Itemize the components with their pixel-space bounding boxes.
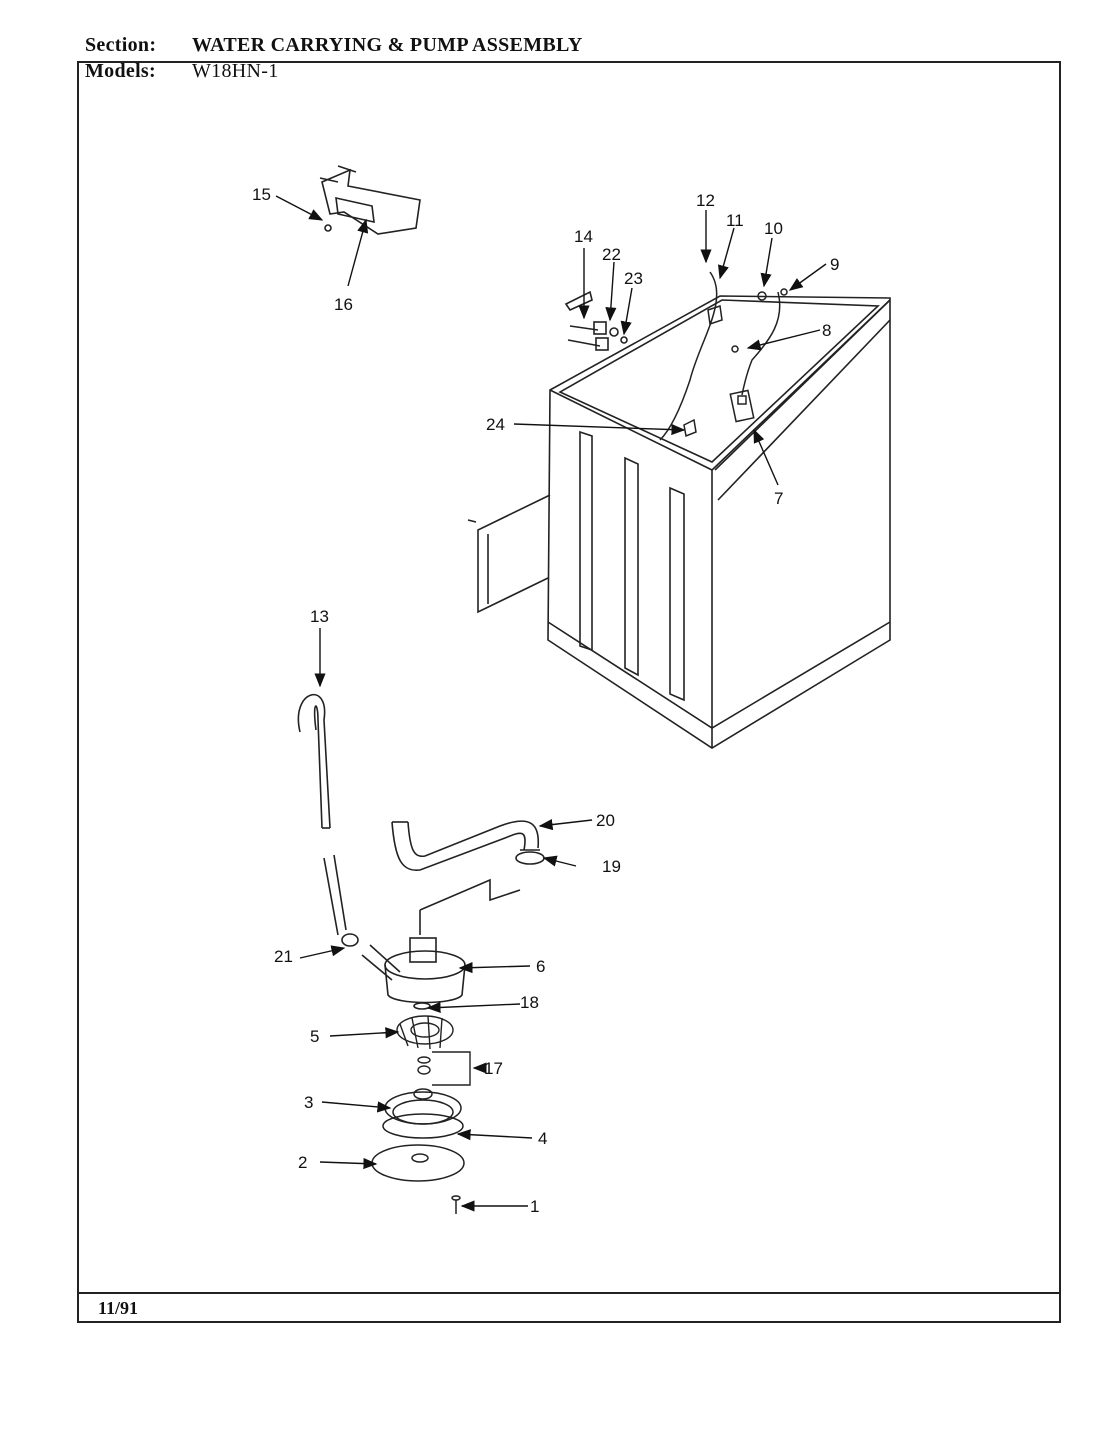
callout-1: 1: [530, 1197, 539, 1216]
callout-24: 24: [486, 415, 505, 434]
callout-21: 21: [274, 947, 293, 966]
revision-date: 11/91: [98, 1298, 139, 1318]
callout-14: 14: [574, 227, 593, 246]
callout-16: 16: [334, 295, 353, 314]
pump-hose: [391, 820, 545, 935]
mounting-screws: [567, 321, 628, 351]
callout-19: 19: [602, 857, 621, 876]
model-number: W18HN-1: [192, 60, 279, 82]
pump-assembly: [341, 933, 466, 1010]
callout-labels: 1 2 3 4 5 6 7 8 9 10 11 12 13 14 15 16 1…: [252, 185, 839, 1216]
bracket-part: [319, 165, 421, 235]
drain-hose: [297, 693, 347, 936]
callout-6: 6: [536, 957, 545, 976]
callout-2: 2: [298, 1153, 307, 1172]
impeller-part: [396, 1015, 454, 1050]
section-label: Section:: [85, 34, 157, 56]
callout-12: 12: [696, 191, 715, 210]
callout-17: 17: [484, 1059, 503, 1078]
callout-leaders: [275, 195, 827, 1212]
callout-7: 7: [774, 489, 783, 508]
models-label: Models:: [85, 60, 156, 82]
section-title: WATER CARRYING & PUMP ASSEMBLY: [192, 34, 583, 56]
callout-8: 8: [822, 321, 831, 340]
seal-kit: [417, 1051, 471, 1086]
callout-15: 15: [252, 185, 271, 204]
callout-20: 20: [596, 811, 615, 830]
callout-11: 11: [726, 211, 744, 230]
cabinet-assembly: [467, 290, 891, 749]
callout-3: 3: [304, 1093, 313, 1112]
callout-5: 5: [310, 1027, 319, 1046]
callout-22: 22: [602, 245, 621, 264]
callout-23: 23: [624, 269, 643, 288]
footer-divider: [77, 1292, 1061, 1294]
callout-18: 18: [520, 993, 539, 1012]
callout-9: 9: [830, 255, 839, 274]
diagram-frame: [77, 61, 1061, 1323]
callout-4: 4: [538, 1129, 547, 1148]
callout-13: 13: [310, 607, 329, 626]
callout-10: 10: [764, 219, 783, 238]
